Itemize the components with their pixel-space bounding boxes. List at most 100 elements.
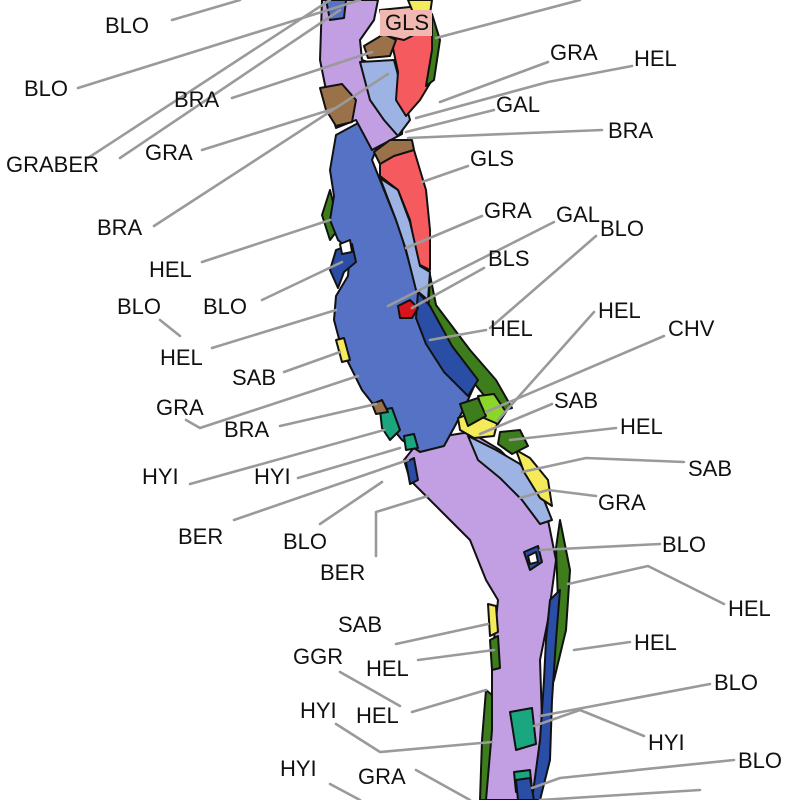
leader-sab-4 xyxy=(520,456,686,474)
region-dark-blue-bottom xyxy=(515,777,535,800)
label-hel-8: HEL xyxy=(620,414,663,439)
label-gal-1: GAL xyxy=(496,92,540,117)
leader-gra-4 xyxy=(438,60,550,104)
leader-ggr xyxy=(338,670,402,708)
leader-sab-2 xyxy=(394,622,490,646)
label-hel-2: HEL xyxy=(160,345,203,370)
leader-blo-5 xyxy=(488,234,598,330)
label-hyi-1: HYI xyxy=(142,464,179,489)
label-gls-2: GLS xyxy=(470,146,514,171)
label-hel-5: HEL xyxy=(634,46,677,71)
label-hel-10: HEL xyxy=(634,630,677,655)
leader-sab-3 xyxy=(478,402,554,436)
leader-blo-top xyxy=(170,0,242,22)
label-gra-4: GRA xyxy=(550,40,598,65)
leader-hyi-5 xyxy=(532,708,646,738)
leader-hyi-3 xyxy=(334,722,494,754)
region-green-lower-strip xyxy=(489,635,501,671)
label-gra-6: GRA xyxy=(598,490,646,515)
label-ggr: GGR xyxy=(293,644,343,669)
label-gra-2: GRA xyxy=(156,395,204,420)
label-blo-3: BLO xyxy=(203,294,247,319)
leader-bra-3 xyxy=(278,402,378,428)
leader-bls xyxy=(410,266,486,310)
label-blo-5: BLO xyxy=(600,216,644,241)
leader-bra-4 xyxy=(406,128,604,140)
label-hyi-3: HYI xyxy=(300,698,337,723)
leader-hel-5 xyxy=(414,64,634,120)
label-sab-2: SAB xyxy=(338,612,382,637)
leader-gra-3 xyxy=(414,768,472,800)
label-hel-6: HEL xyxy=(490,316,533,341)
label-hyi-4: HYI xyxy=(280,756,317,781)
leader-lines xyxy=(76,0,736,800)
label-blo-top: BLO xyxy=(105,13,149,38)
leader-graber-2 xyxy=(118,8,342,160)
label-blo-8: BLO xyxy=(738,748,782,773)
region-dark-blue-right xyxy=(415,291,479,397)
leader-blo-8 xyxy=(530,758,736,790)
leader-hyi-1 xyxy=(188,428,386,486)
leader-gra-2 xyxy=(184,374,360,430)
label-sab-3: SAB xyxy=(554,388,598,413)
leader-gra-6 xyxy=(518,488,598,500)
label-hel-1: HEL xyxy=(149,257,192,282)
region-teal-lower xyxy=(509,707,537,751)
label-gal-2: GAL xyxy=(556,202,600,227)
label-bra-1: BRA xyxy=(174,87,220,112)
region-yellow-small-left xyxy=(335,337,351,363)
leader-bra-1 xyxy=(230,50,374,100)
leader-blo-6 xyxy=(538,542,662,552)
leader-hel-3 xyxy=(416,648,496,662)
leader-graber xyxy=(86,0,332,160)
gls-label-box xyxy=(380,10,432,36)
label-blo-6: BLO xyxy=(662,532,706,557)
leader-hel-4 xyxy=(410,688,488,714)
leader-hel-8 xyxy=(508,426,618,442)
label-ber-1: BER xyxy=(178,524,223,549)
label-bra-3: BRA xyxy=(224,417,270,442)
leader-hyi-4 xyxy=(328,782,362,800)
leader-hel-9 xyxy=(566,564,726,606)
leader-gal-1 xyxy=(404,108,496,134)
label-bra-2: BRA xyxy=(97,215,143,240)
label-blo-4: BLO xyxy=(283,529,327,554)
label-hyi-2: HYI xyxy=(254,464,291,489)
leader-blo-4 xyxy=(318,480,384,526)
leader-bra-2 xyxy=(152,72,390,228)
region-dark-blue-jag xyxy=(329,243,357,289)
leader-ber-1 xyxy=(232,458,410,522)
region-dark-blue-lower-right xyxy=(531,589,561,800)
region-teal-mid xyxy=(379,407,401,441)
label-gra-1: GRA xyxy=(145,140,193,165)
label-hel-9: HEL xyxy=(728,596,771,621)
label-gra-5: GRA xyxy=(484,198,532,223)
leader-blo-9 xyxy=(538,788,702,800)
region-dark-red xyxy=(397,299,419,319)
label-hel-4: HEL xyxy=(356,703,399,728)
leader-gra-1 xyxy=(200,106,338,152)
region-green-top-right xyxy=(425,13,441,87)
leader-gra-5 xyxy=(404,214,484,250)
leader-hel-6 xyxy=(428,328,488,342)
region-white-hole xyxy=(527,551,539,565)
region-teal-small xyxy=(403,433,419,451)
label-hel-3: HEL xyxy=(366,656,409,681)
label-bls: BLS xyxy=(488,246,530,271)
label-hyi-5: HYI xyxy=(648,730,685,755)
leader-sab-1 xyxy=(282,350,342,374)
label-bra-4: BRA xyxy=(608,118,654,143)
leader-hel-10 xyxy=(572,640,632,652)
region-white-hole-2 xyxy=(339,239,353,255)
label-gls-1: GLS xyxy=(385,10,429,35)
label-blo-7: BLO xyxy=(714,670,758,695)
label-chv: CHV xyxy=(668,316,715,341)
leader-chv xyxy=(484,334,666,414)
leader-hyi-2 xyxy=(296,446,402,480)
region-green-mid-right xyxy=(459,397,487,427)
region-shapes xyxy=(319,0,571,800)
label-blo-1: BLO xyxy=(24,76,68,101)
labels: BLO BLO BRA GRA BER GRA BRA HEL BLO BLO H… xyxy=(6,10,782,789)
region-green-mid-right-2 xyxy=(497,429,529,455)
region-dark-blue-small xyxy=(405,457,419,485)
